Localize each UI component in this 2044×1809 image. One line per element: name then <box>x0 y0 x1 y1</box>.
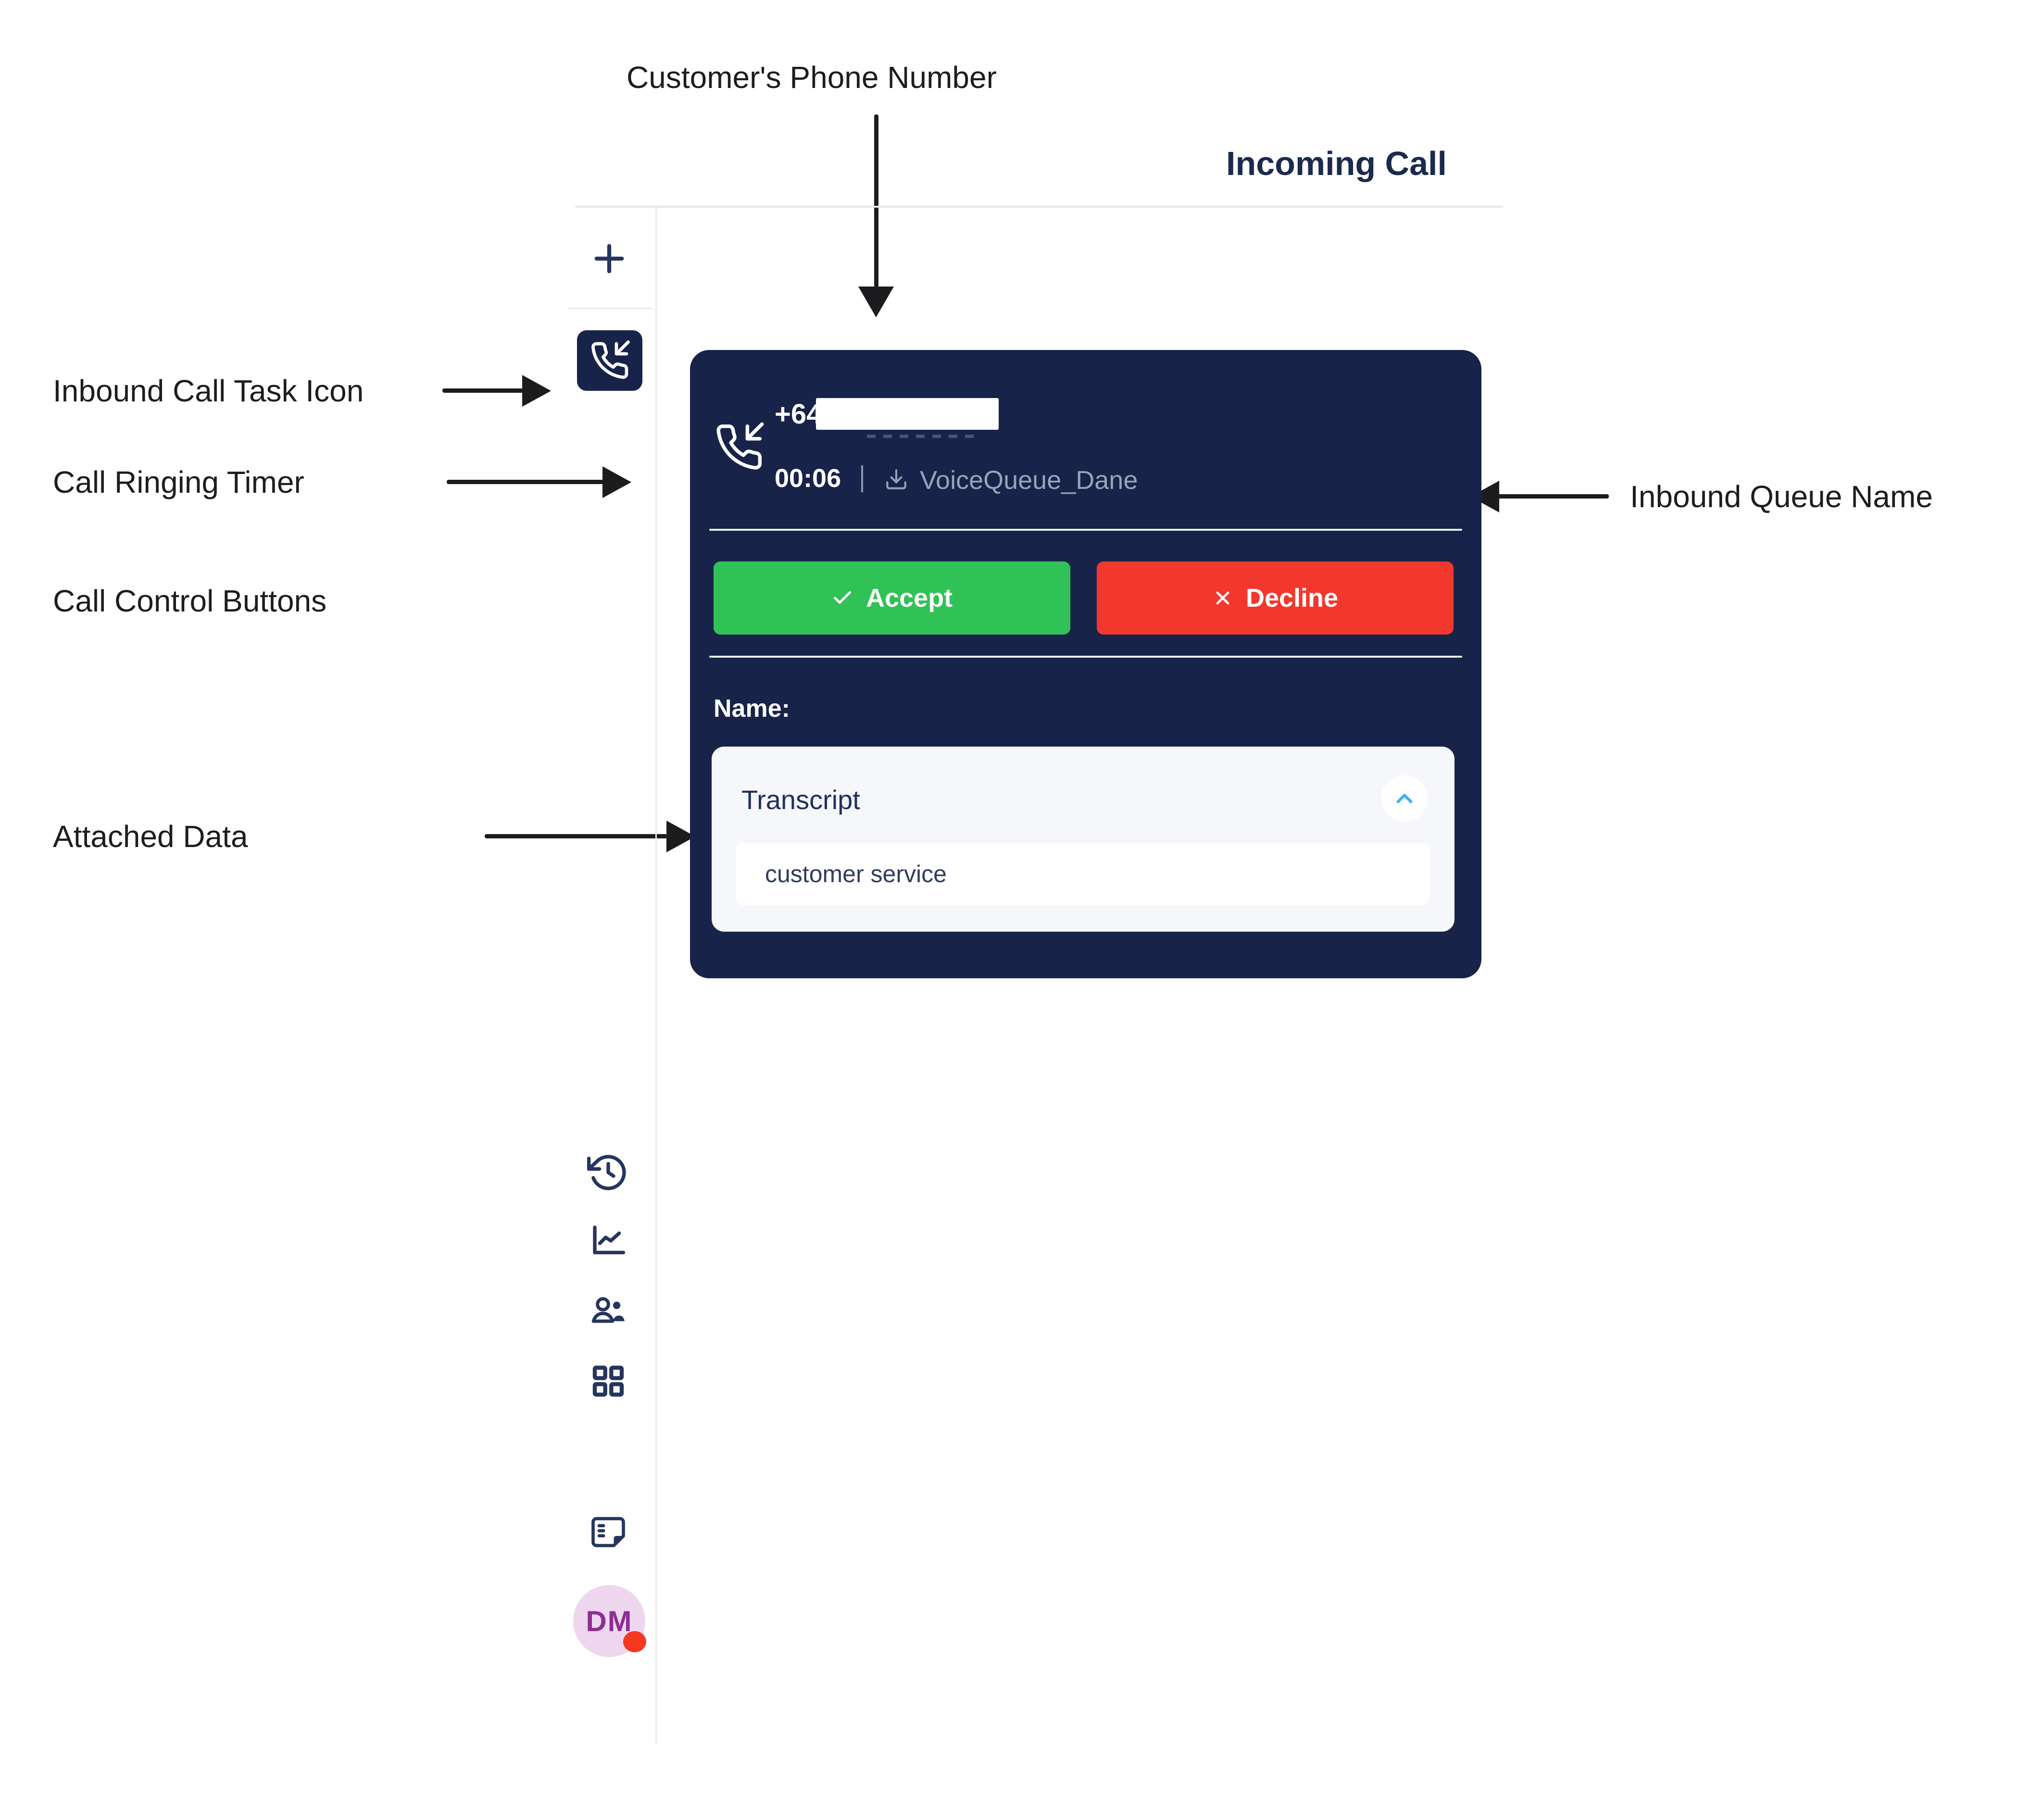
accept-label: Accept <box>865 584 953 612</box>
history-clock-icon <box>587 1155 626 1190</box>
add-task-button[interactable] <box>588 237 631 280</box>
attached-data-value-box: customer service <box>736 843 1430 905</box>
arrow-right-line-1 <box>442 388 523 393</box>
collapse-toggle[interactable] <box>1381 775 1428 822</box>
user-avatar[interactable]: DM <box>573 1585 646 1657</box>
arrow-right-line-3 <box>485 834 667 838</box>
agents-button[interactable] <box>587 1290 629 1332</box>
header-divider <box>575 206 1503 208</box>
accept-button[interactable]: Accept <box>714 561 1070 635</box>
chevron-up-icon <box>1396 794 1413 803</box>
arrow-right-head-2 <box>602 466 631 498</box>
arrow-right-line-2 <box>447 480 603 484</box>
phone-number-remnant <box>867 435 978 438</box>
note-icon <box>591 1517 625 1547</box>
check-icon <box>834 591 851 604</box>
decline-button[interactable]: Decline <box>1097 561 1454 635</box>
annotation-customer-phone-number: Customer's Phone Number <box>627 60 997 95</box>
page-title: Incoming Call <box>1226 145 1447 182</box>
stats-button[interactable] <box>588 1221 628 1261</box>
grid-icon <box>592 1365 624 1397</box>
queue-download-icon <box>886 469 906 489</box>
x-icon <box>1216 591 1229 605</box>
history-button[interactable] <box>587 1151 629 1194</box>
inbound-call-task-button[interactable] <box>577 330 642 391</box>
attached-data-panel: Transcript customer service <box>712 747 1455 932</box>
attached-data-title: Transcript <box>741 785 860 815</box>
phone-number-redaction <box>816 398 999 430</box>
card-divider-bottom <box>709 656 1462 658</box>
status-dot <box>623 1631 646 1652</box>
phone-incoming-icon <box>716 422 764 470</box>
arrow-right-head-1 <box>522 375 551 407</box>
annotation-attached-data: Attached Data <box>53 819 248 854</box>
annotation-call-control-buttons: Call Control Buttons <box>53 584 327 618</box>
incoming-call-card: +64 00:06 VoiceQueue_Dane Accept Decline… <box>690 350 1481 978</box>
call-ringing-timer: 00:06 <box>775 464 841 493</box>
apps-button[interactable] <box>588 1361 628 1401</box>
annotation-call-ringing-timer: Call Ringing Timer <box>53 465 304 499</box>
annotation-inbound-queue-name: Inbound Queue Name <box>1630 479 1933 514</box>
sidebar-section-divider <box>567 308 653 309</box>
name-label: Name: <box>714 695 790 723</box>
card-divider-top <box>709 529 1462 531</box>
attached-data-value: customer service <box>765 861 947 887</box>
timer-queue-separator <box>861 465 863 492</box>
annotation-inbound-call-task-icon: Inbound Call Task Icon <box>53 374 364 408</box>
arrow-down-head <box>858 287 894 317</box>
notes-button[interactable] <box>588 1512 628 1552</box>
inbound-queue-name: VoiceQueue_Dane <box>920 466 1138 495</box>
people-icon <box>591 1297 625 1323</box>
arrow-down-line <box>874 114 878 287</box>
sidebar-divider <box>655 208 657 1745</box>
line-chart-icon <box>593 1225 626 1255</box>
customer-phone-number: +64 <box>775 399 822 430</box>
phone-incoming-icon <box>591 340 630 379</box>
arrow-left-line <box>1497 494 1609 499</box>
avatar-initials: DM <box>586 1605 633 1637</box>
plus-icon <box>594 244 624 274</box>
decline-label: Decline <box>1245 584 1339 612</box>
